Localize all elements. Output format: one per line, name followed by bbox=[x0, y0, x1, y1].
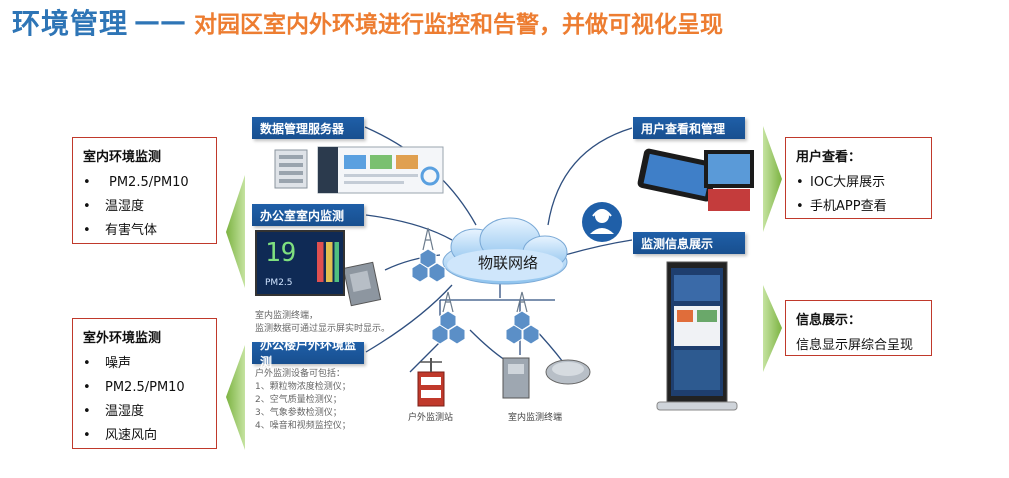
outdoor-note: 户外监测设备可包括： 1、颗粒物浓度检测仪； 2、空气质量检测仪； 3、气象参数… bbox=[255, 368, 351, 433]
bullet: • bbox=[83, 404, 91, 419]
list-item-text: 有害气体 bbox=[105, 223, 158, 238]
list-item-text: 噪声 bbox=[105, 356, 132, 371]
outdoor-note-item: 1、颗粒物浓度检测仪； bbox=[255, 382, 351, 392]
label-office-indoor: 办公室室内监测 bbox=[252, 204, 364, 226]
page-header: 环境管理 —— 对园区室内外环境进行监控和告警，并做可视化呈现 bbox=[12, 2, 723, 42]
outdoor-monitoring-box: 室外环境监测 • 噪声 • PM2.5/PM10 • 温湿度 • 风速风向 bbox=[72, 318, 217, 449]
wireless-hex-icons bbox=[411, 248, 540, 345]
list-item: • 温湿度 bbox=[83, 400, 206, 424]
indoor-sensor-device bbox=[342, 261, 382, 307]
indoor-monitoring-box: 室内环境监测 • PM2.5/PM10 • 温湿度 • 有害气体 bbox=[72, 137, 217, 244]
indoor-note: 室内监测终端， 监测数据可通过显示屏实时显示。 bbox=[255, 310, 390, 336]
antenna-icons bbox=[422, 227, 528, 313]
bullet: • bbox=[83, 175, 91, 190]
list-item: • 有害气体 bbox=[83, 219, 206, 243]
list-item-text: 温湿度 bbox=[105, 199, 145, 214]
dashboard-screen bbox=[317, 146, 444, 194]
server-icon bbox=[274, 149, 308, 189]
bullet: • bbox=[796, 199, 804, 214]
info-box-title: 信息展示： bbox=[796, 313, 862, 328]
mobile-devices-icon bbox=[637, 148, 754, 211]
list-item: • PM2.5/PM10 bbox=[83, 171, 206, 195]
connection-lines bbox=[364, 126, 633, 373]
list-item: • 温湿度 bbox=[83, 195, 206, 219]
chevron-arrows bbox=[226, 126, 782, 450]
bullet: • bbox=[83, 380, 91, 395]
bullet: • bbox=[796, 175, 804, 190]
outdoor-station-icon bbox=[417, 358, 445, 407]
list-item: • IOC大屏展示 bbox=[796, 171, 921, 195]
user-view-box: 用户查看： • IOC大屏展示 • 手机APP查看 bbox=[785, 137, 932, 219]
page-title: 环境管理 bbox=[12, 7, 129, 40]
list-item-text: 温湿度 bbox=[105, 404, 145, 419]
bullet: • bbox=[83, 428, 91, 443]
list-item-text: PM2.5/PM10 bbox=[109, 175, 189, 190]
label-outdoor-monitor: 办公楼户外环境监测 bbox=[252, 338, 364, 369]
bullet: • bbox=[83, 223, 91, 238]
title-separator: —— bbox=[134, 7, 187, 37]
info-box-text: 信息显示屏综合呈现 bbox=[796, 338, 914, 353]
indoor-display-screen: 19 PM2.5 bbox=[255, 230, 345, 296]
list-item-text: 风速风向 bbox=[105, 428, 158, 443]
indoor-note-line: 室内监测终端， bbox=[255, 311, 319, 321]
outdoor-note-title: 户外监测设备可包括： bbox=[255, 369, 346, 379]
outdoor-box-title: 室外环境监测 bbox=[83, 331, 162, 346]
label-user-view: 用户查看和管理 bbox=[633, 117, 745, 139]
indoor-terminal-icon bbox=[502, 357, 591, 399]
info-display-box: 信息展示： 信息显示屏综合呈现 bbox=[785, 300, 932, 356]
list-item: • 风速风向 bbox=[83, 424, 206, 448]
indoor-note-line: 监测数据可通过显示屏实时显示。 bbox=[255, 324, 391, 334]
outdoor-note-item: 4、噪音和视频监控仪； bbox=[255, 421, 351, 431]
indoor-box-title: 室内环境监测 bbox=[83, 150, 162, 165]
user-support-icon bbox=[582, 202, 622, 242]
cloud-icon bbox=[442, 217, 568, 285]
outdoor-note-item: 2、空气质量检测仪； bbox=[255, 395, 342, 405]
indoor-terminal-caption: 室内监测终端 bbox=[508, 413, 563, 423]
indoor-display-unit: PM2.5 bbox=[265, 278, 293, 288]
list-item-text: IOC大屏展示 bbox=[810, 175, 886, 190]
list-item-text: 手机APP查看 bbox=[810, 199, 887, 214]
page-subtitle: 对园区室内外环境进行监控和告警，并做可视化呈现 bbox=[194, 12, 724, 38]
cloud-label: 物联网络 bbox=[477, 254, 538, 272]
outdoor-note-item: 3、气象参数检测仪； bbox=[255, 408, 342, 418]
bullet: • bbox=[83, 199, 91, 214]
indoor-display-value: 19 bbox=[265, 238, 297, 268]
label-data-server: 数据管理服务器 bbox=[252, 117, 364, 139]
label-info-display: 监测信息展示 bbox=[633, 232, 745, 254]
bullet: • bbox=[83, 356, 91, 371]
list-item: • 噪声 bbox=[83, 352, 206, 376]
indoor-display-bars bbox=[317, 242, 339, 282]
info-kiosk-icon bbox=[656, 261, 738, 411]
list-item: • 手机APP查看 bbox=[796, 195, 921, 219]
user-box-title: 用户查看： bbox=[796, 150, 862, 165]
list-item-text: PM2.5/PM10 bbox=[105, 380, 185, 395]
outdoor-station-caption: 户外监测站 bbox=[408, 413, 454, 423]
list-item: • PM2.5/PM10 bbox=[83, 376, 206, 400]
